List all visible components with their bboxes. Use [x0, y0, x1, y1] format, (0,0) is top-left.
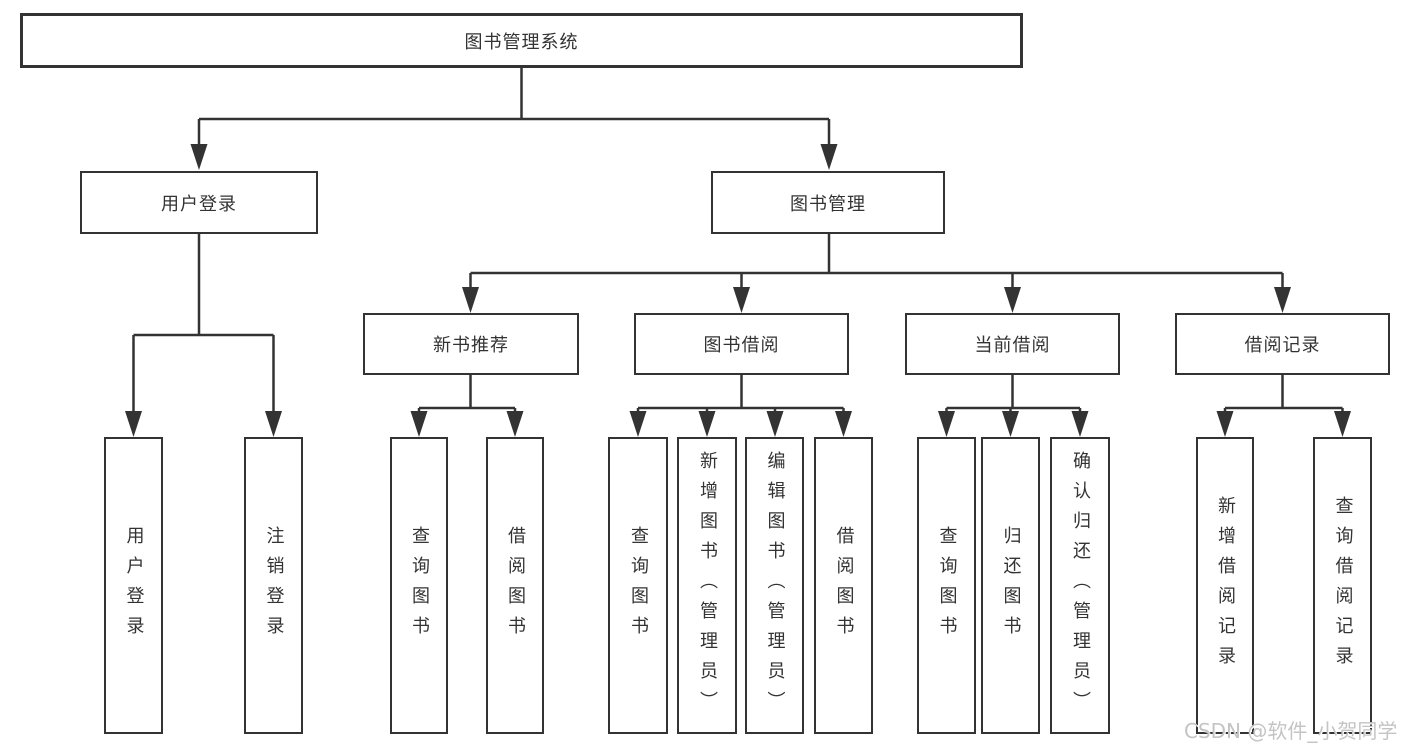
leaf-borrow-books: 借阅图书 — [486, 437, 544, 734]
node-label: 图书管理系统 — [464, 31, 579, 53]
leaf-query-books: 查询图书 — [608, 437, 668, 734]
leaf-label: 归还图书 — [1000, 525, 1022, 646]
node-label: 用户登录 — [161, 193, 237, 215]
leaf-edit-book-admin: 编辑图书（管理员） — [745, 437, 804, 734]
node-borrowing-records: 借阅记录 — [1175, 313, 1390, 375]
node-label: 借阅记录 — [1244, 335, 1321, 356]
leaf-label: 确认归还（管理员） — [1070, 450, 1091, 721]
leaf-label: 用户登录 — [123, 525, 145, 646]
leaf-query-books: 查询图书 — [917, 437, 976, 734]
node-book-management: 图书管理 — [711, 171, 945, 234]
leaf-label: 新增图书（管理员） — [697, 450, 718, 721]
node-current-borrowing: 当前借阅 — [905, 313, 1120, 375]
leaf-logout: 注销登录 — [244, 437, 303, 734]
leaf-label: 查询图书 — [936, 525, 958, 646]
leaf-add-borrow-record: 新增借阅记录 — [1196, 437, 1254, 734]
leaf-label: 编辑图书（管理员） — [764, 450, 786, 721]
leaf-label: 查询借阅记录 — [1332, 495, 1354, 676]
leaf-label: 查询图书 — [628, 525, 649, 646]
node-label: 新书推荐 — [433, 335, 509, 356]
leaf-query-borrow-record: 查询借阅记录 — [1313, 437, 1372, 734]
node-new-book-recommendation: 新书推荐 — [363, 313, 579, 375]
node-label: 当前借阅 — [974, 335, 1051, 356]
node-user-login: 用户登录 — [80, 171, 318, 234]
leaf-label: 借阅图书 — [833, 525, 855, 646]
leaf-label: 新增借阅记录 — [1215, 495, 1236, 676]
leaf-label: 注销登录 — [263, 525, 285, 646]
leaf-label: 查询图书 — [409, 525, 430, 646]
arrowhead-icons — [125, 144, 1351, 437]
leaf-query-books: 查询图书 — [390, 437, 448, 734]
csdn-watermark: CSDN @软件_小贺同学 — [1184, 719, 1398, 743]
leaf-user-login: 用户登录 — [104, 437, 163, 734]
leaf-borrow-books: 借阅图书 — [814, 437, 873, 734]
leaf-return-books: 归还图书 — [981, 437, 1040, 734]
node-book-borrowing: 图书借阅 — [634, 313, 849, 375]
node-label: 图书借阅 — [703, 335, 780, 356]
leaf-label: 借阅图书 — [505, 525, 526, 646]
node-library-management-system: 图书管理系统 — [20, 13, 1023, 68]
node-label: 图书管理 — [790, 193, 866, 215]
leaf-add-book-admin: 新增图书（管理员） — [677, 437, 737, 734]
leaf-confirm-return-admin: 确认归还（管理员） — [1050, 437, 1110, 734]
